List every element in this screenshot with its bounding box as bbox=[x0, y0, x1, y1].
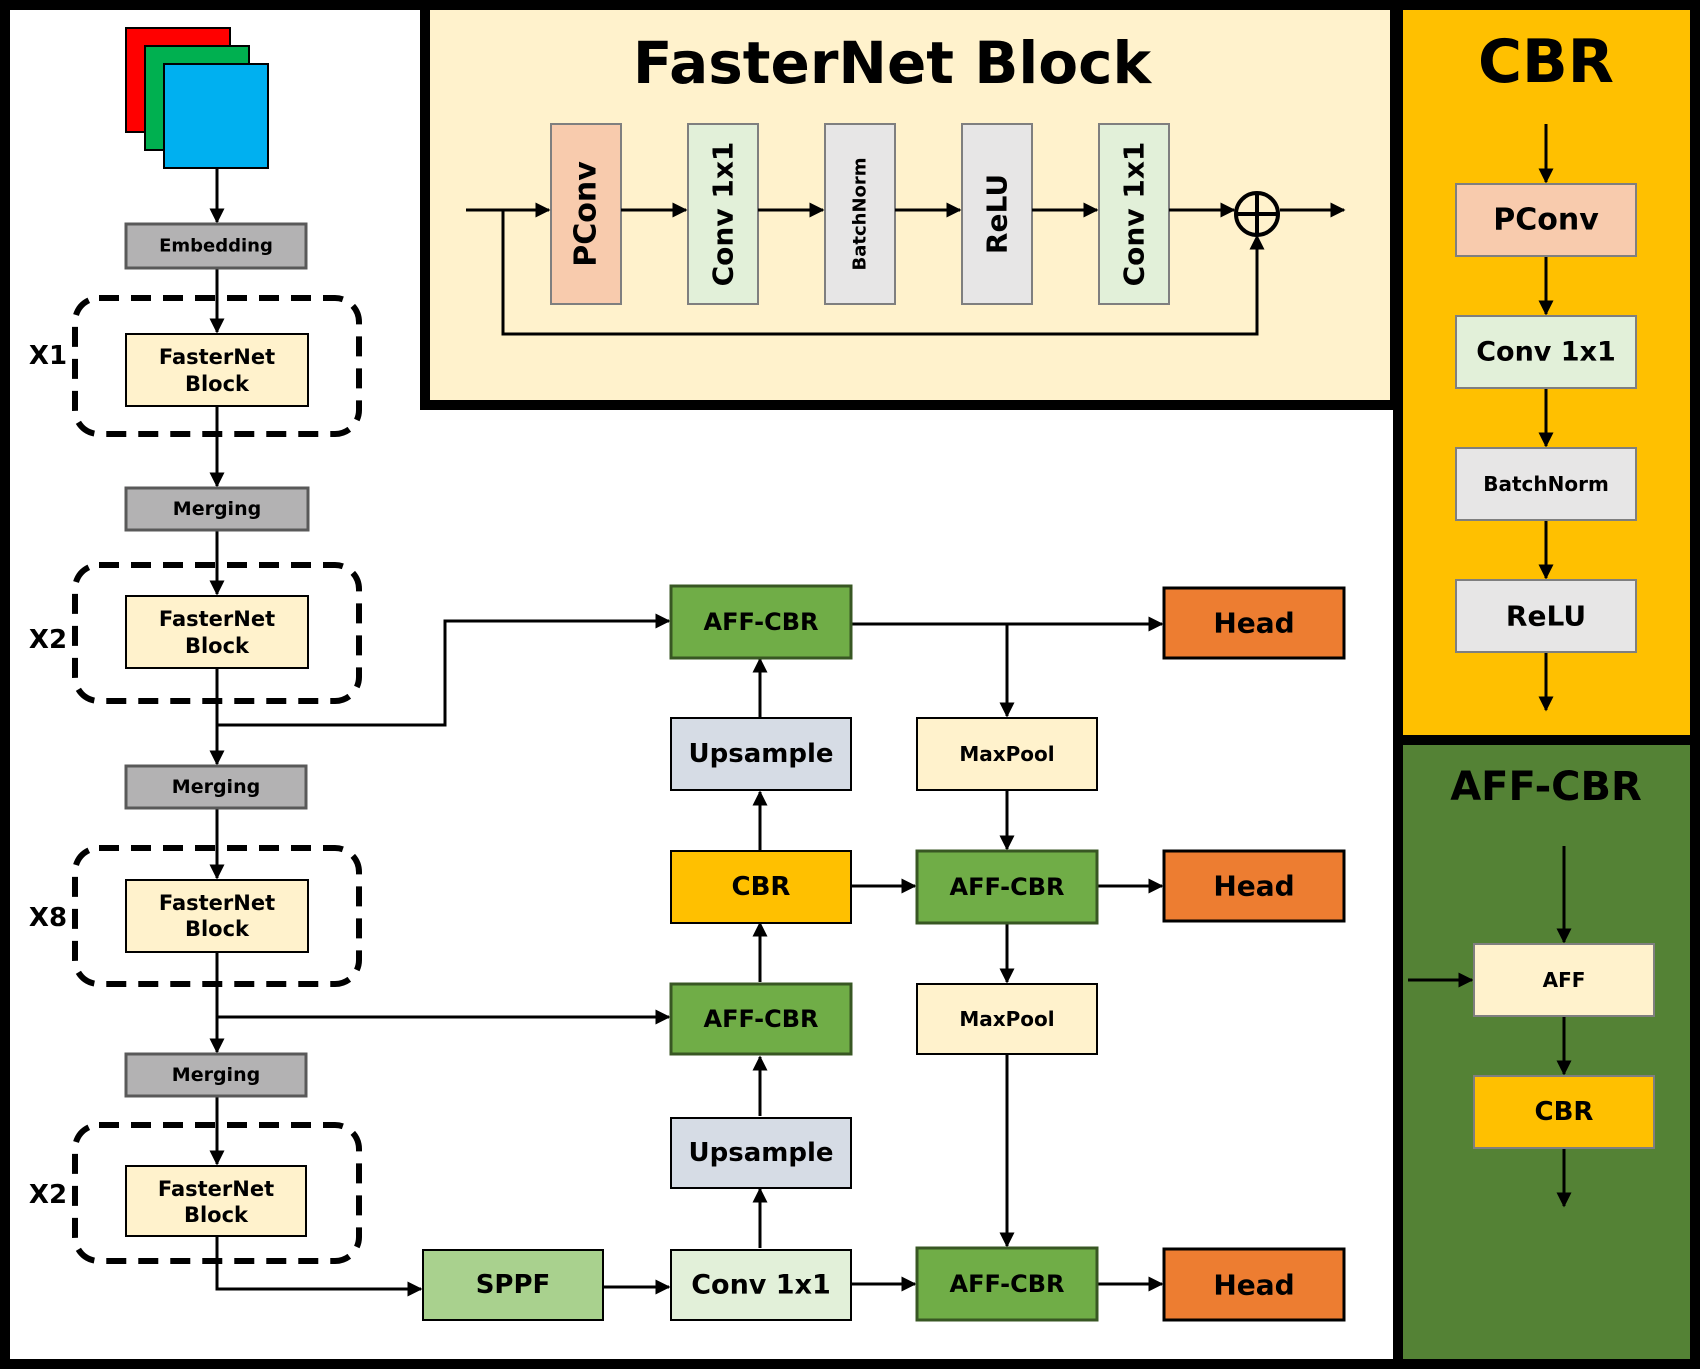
stage-4-repeat-label: X2 bbox=[29, 1180, 67, 1210]
stage-3-repeat-label: X8 bbox=[29, 903, 67, 933]
merging-label-2: Merging bbox=[172, 776, 260, 798]
head-top-label: Head bbox=[1213, 607, 1294, 640]
head-middle-label: Head bbox=[1213, 870, 1294, 903]
fasternet-block-3-line2: Block bbox=[185, 917, 250, 941]
stage-3-dashed-frame bbox=[72, 845, 362, 987]
cbr-panel: CBR PConv Conv 1x1 BatchNorm ReLU bbox=[1393, 0, 1700, 745]
aff-cbr-bottom: AFF-CBR bbox=[915, 1246, 1099, 1322]
fasternet-block-2-line2: Block bbox=[185, 634, 250, 658]
neck: AFF-CBR Head Upsample MaxPool CBR AFF-CB… bbox=[422, 584, 1346, 1322]
conv1x1-box: Conv 1x1 bbox=[670, 1249, 852, 1321]
sppf-label: SPPF bbox=[476, 1270, 551, 1300]
aff-op-cbr: CBR bbox=[1473, 1075, 1655, 1149]
upsample-top: Upsample bbox=[670, 717, 852, 791]
upsample-top-label: Upsample bbox=[689, 739, 834, 769]
fasternet-block-4-line1: FasterNet bbox=[158, 1177, 274, 1201]
maxpool-top-label: MaxPool bbox=[959, 742, 1054, 766]
fasternet-block-1 bbox=[125, 333, 309, 407]
stage-2-repeat-label: X2 bbox=[29, 625, 67, 655]
aff-op-cbr-label: CBR bbox=[1535, 1097, 1594, 1127]
sppf-box: SPPF bbox=[422, 1249, 604, 1321]
merging-label-3: Merging bbox=[172, 1064, 260, 1086]
head-bottom: Head bbox=[1162, 1247, 1346, 1322]
fasternet-op-conv1x1-a-label: Conv 1x1 bbox=[707, 142, 740, 287]
fasternet-op-batchnorm: BatchNorm bbox=[824, 123, 896, 305]
rgb-image-stack-icon bbox=[125, 27, 269, 169]
aff-cbr-top: AFF-CBR bbox=[669, 584, 853, 660]
aff-op-aff: AFF bbox=[1473, 943, 1655, 1017]
conv1x1-label: Conv 1x1 bbox=[691, 1270, 831, 1301]
cbr-box-label: CBR bbox=[732, 872, 791, 902]
backbone: Embedding Merging Merging Merging X1 Fas… bbox=[29, 27, 362, 1264]
maxpool-top: MaxPool bbox=[916, 717, 1098, 791]
fasternet-block-1-line2: Block bbox=[185, 372, 250, 396]
aff-cbr-panel: AFF-CBR AFF CBR bbox=[1393, 735, 1700, 1369]
embedding-label: Embedding bbox=[159, 236, 273, 257]
merging-box-3: Merging bbox=[124, 1052, 308, 1098]
aff-cbr-lower-label: AFF-CBR bbox=[704, 1005, 819, 1033]
fasternet-block-3 bbox=[125, 879, 309, 953]
fasternet-op-relu-label: ReLU bbox=[981, 174, 1014, 254]
head-middle: Head bbox=[1162, 849, 1346, 923]
cbr-op-pconv-label: PConv bbox=[1493, 203, 1599, 238]
maxpool-bottom: MaxPool bbox=[916, 983, 1098, 1055]
neck-connectors bbox=[215, 613, 1164, 1297]
fasternet-block-panel: FasterNet Block PConv Conv 1x1 BatchNorm… bbox=[420, 0, 1400, 410]
cbr-op-batchnorm-label: BatchNorm bbox=[1483, 472, 1609, 496]
stage-2-dashed-frame bbox=[72, 562, 362, 704]
circled-plus-icon bbox=[1234, 191, 1280, 237]
aff-op-aff-label: AFF bbox=[1543, 968, 1586, 992]
fasternet-op-relu: ReLU bbox=[961, 123, 1033, 305]
upsample-bottom: Upsample bbox=[670, 1117, 852, 1189]
merging-box-2: Merging bbox=[124, 764, 308, 810]
embedding-box: Embedding bbox=[124, 222, 308, 270]
aff-cbr-bottom-label: AFF-CBR bbox=[950, 1270, 1065, 1298]
fasternet-op-conv1x1-b-label: Conv 1x1 bbox=[1118, 142, 1151, 287]
aff-panel-title: AFF-CBR bbox=[1450, 764, 1642, 810]
aff-panel-arrows bbox=[1408, 846, 1572, 1208]
stage-1-repeat-label: X1 bbox=[29, 341, 67, 371]
aff-panel-bg bbox=[1393, 735, 1700, 1369]
stage-2: X2 FasterNet Block bbox=[29, 562, 362, 704]
aff-cbr-top-label: AFF-CBR bbox=[704, 608, 819, 636]
fasternet-block-2-line1: FasterNet bbox=[159, 607, 275, 631]
fasternet-flow-arrows bbox=[466, 202, 1346, 336]
stage-3: X8 FasterNet Block bbox=[29, 845, 362, 987]
aff-cbr-lower: AFF-CBR bbox=[669, 982, 853, 1056]
head-top: Head bbox=[1162, 586, 1346, 660]
fasternet-panel-title: FasterNet Block bbox=[633, 29, 1153, 97]
fasternet-block-2 bbox=[125, 595, 309, 669]
fasternet-block-1-line1: FasterNet bbox=[159, 345, 275, 369]
fasternet-op-batchnorm-label: BatchNorm bbox=[850, 157, 871, 270]
merging-label-1: Merging bbox=[173, 498, 261, 520]
head-bottom-label: Head bbox=[1213, 1269, 1294, 1302]
cbr-op-conv1x1-label: Conv 1x1 bbox=[1476, 337, 1616, 368]
cbr-op-pconv: PConv bbox=[1455, 183, 1637, 257]
cbr-box: CBR bbox=[670, 850, 852, 924]
cbr-op-relu: ReLU bbox=[1455, 579, 1637, 653]
maxpool-bottom-label: MaxPool bbox=[959, 1007, 1054, 1031]
stage-1: X1 FasterNet Block bbox=[29, 295, 362, 437]
stage-1-dashed-frame bbox=[72, 295, 362, 437]
cbr-op-relu-label: ReLU bbox=[1506, 600, 1586, 633]
fasternet-op-pconv-label: PConv bbox=[569, 161, 604, 267]
cbr-op-conv1x1: Conv 1x1 bbox=[1455, 315, 1637, 389]
aff-cbr-middle: AFF-CBR bbox=[915, 849, 1099, 925]
fasternet-op-conv1x1-b: Conv 1x1 bbox=[1098, 123, 1170, 305]
merging-box-1: Merging bbox=[124, 486, 310, 532]
cbr-op-batchnorm: BatchNorm bbox=[1455, 447, 1637, 521]
cbr-panel-title: CBR bbox=[1478, 27, 1614, 97]
fasternet-op-conv1x1-a: Conv 1x1 bbox=[687, 123, 759, 305]
fasternet-op-pconv: PConv bbox=[550, 123, 622, 305]
upsample-bottom-label: Upsample bbox=[689, 1138, 834, 1168]
fasternet-block-3-line1: FasterNet bbox=[159, 891, 275, 915]
fasternet-block-4-line2: Block bbox=[184, 1203, 249, 1227]
aff-cbr-middle-label: AFF-CBR bbox=[950, 873, 1065, 901]
